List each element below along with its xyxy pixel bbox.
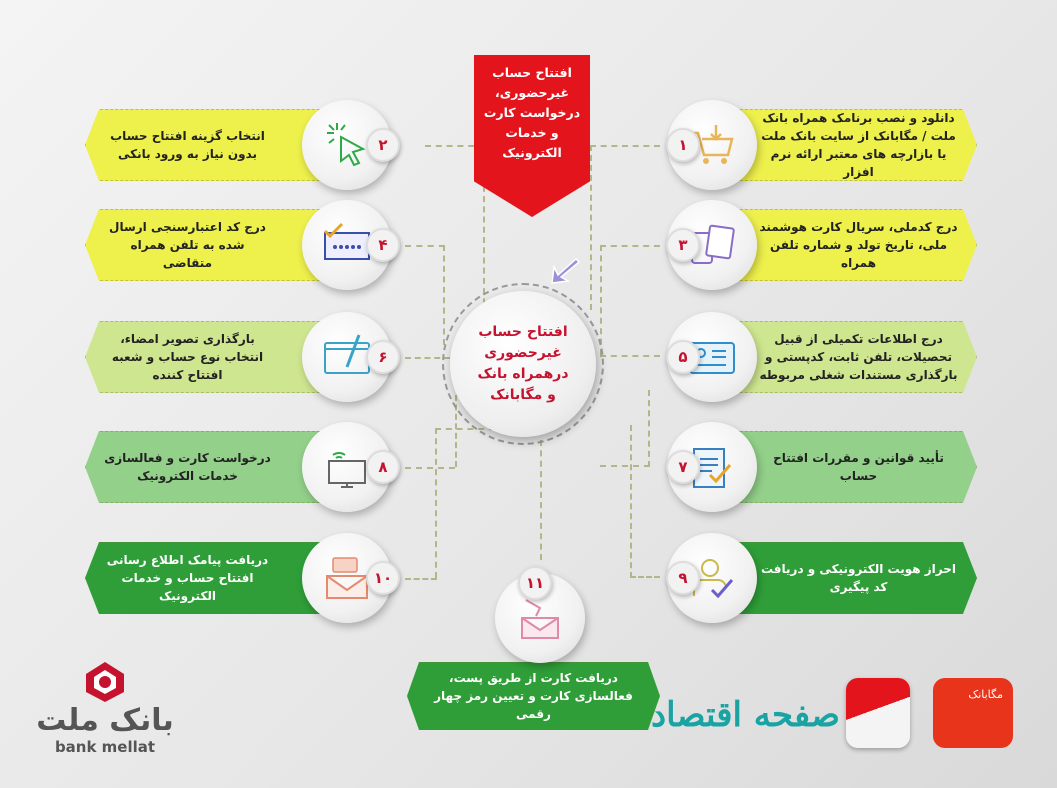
title-line: افتتاح حساب — [492, 65, 572, 80]
step-text: انتخاب گزینه افتتاح حساب بدون نیاز به ور… — [110, 129, 265, 161]
cursor-click-icon — [327, 123, 366, 167]
title-line: غیرحضوری، — [495, 85, 569, 100]
step-number-badge: ۶ — [366, 340, 400, 374]
step-number-badge: ۸ — [366, 450, 400, 484]
connector-line — [435, 428, 495, 578]
center-line: غیرحضوری — [484, 345, 562, 361]
step-text: دانلود و نصب برنامک همراه بانک ملت / مگا… — [761, 111, 956, 179]
step-number-badge: ۹ — [666, 561, 700, 595]
connector-line — [600, 390, 650, 467]
connector-line — [455, 395, 457, 467]
connector-line — [590, 145, 660, 310]
logo-text-fa: بانک ملت — [36, 703, 174, 738]
watermark: صفحه اقتصاد — [650, 695, 840, 735]
step-number-badge: ۱۰ — [366, 561, 400, 595]
step-number-badge: ۱ — [666, 128, 700, 162]
connector-line — [630, 425, 660, 578]
step-text: دریافت کارت از طریق پست، فعالسازی کارت و… — [434, 671, 633, 721]
step-text: درج کد اعتبارسنجی ارسال شده به تلفن همرا… — [109, 220, 266, 270]
connector-line — [405, 357, 450, 359]
center-line: افتتاح حساب — [478, 324, 568, 340]
cart-download-icon — [692, 125, 734, 164]
title-line: الکترونیک — [502, 145, 562, 160]
step-text: بارگذاری تصویر امضاء، انتخاب نوع حساب و … — [111, 332, 264, 382]
arrow-icon — [551, 257, 581, 284]
step-number-badge: ۷ — [666, 450, 700, 484]
step-text: تأیید قوانین و مقررات افتتاح حساب — [773, 451, 944, 483]
step-text: دریافت پیامک اطلاع رسانی افتتاح حساب و خ… — [106, 553, 269, 603]
bank-mellat-logo: بانک ملت bank mellat — [25, 660, 185, 756]
connector-line — [425, 145, 485, 335]
center-circle: افتتاح حساب غیرحضوری درهمراه بانک و مگاب… — [442, 283, 604, 445]
center-line: درهمراه بانک — [477, 366, 569, 382]
title-line: درخواست کارت — [483, 105, 581, 120]
step-card-11: دریافت کارت از طریق پست، فعالسازی کارت و… — [407, 662, 660, 730]
step-number-badge: ۲ — [366, 128, 400, 162]
connector-line — [600, 355, 660, 357]
step-number-badge: ۳ — [666, 228, 700, 262]
center-line: و مگابانک — [490, 387, 556, 403]
connector-line — [600, 245, 660, 355]
step-card-2: انتخاب گزینه افتتاح حساب بدون نیاز به ور… — [85, 109, 340, 181]
step-text: درخواست کارت و فعالسازی خدمات الکترونیک — [104, 451, 271, 483]
megabank-app-icon: مگابانک — [933, 678, 1013, 748]
megabank-label: مگابانک — [968, 688, 1003, 701]
title-line: و خدمات — [505, 125, 559, 140]
connector-line — [540, 440, 542, 560]
step-number-badge: ۴ — [366, 228, 400, 262]
connector-line — [405, 467, 455, 469]
connector-line — [405, 245, 445, 345]
connector-line — [405, 578, 437, 580]
password-check-icon — [323, 222, 370, 260]
title-banner: افتتاح حساب غیرحضوری، درخواست کارت و خدم… — [474, 55, 590, 217]
monitor-wifi-icon — [328, 452, 366, 488]
step-text: احراز هویت الکترونیکی و دریافت کد پیگیری — [760, 562, 957, 594]
mobile-bank-app-icon — [846, 678, 910, 748]
logo-text-en: bank mellat — [54, 738, 156, 756]
step-text: درج اطلاعات تکمیلی از قبیل تحصیلات، تلفن… — [759, 332, 958, 382]
envelope-card-icon — [521, 599, 559, 639]
step-card-10: دریافت پیامک اطلاع رسانی افتتاح حساب و خ… — [85, 542, 340, 614]
step-card-4: درج کد اعتبارسنجی ارسال شده به تلفن همرا… — [85, 209, 340, 281]
envelope-message-icon — [326, 557, 368, 599]
step-text: درج کدملی، سریال کارت هوشمند ملی، تاریخ … — [759, 220, 958, 270]
step-number-badge: ۵ — [666, 340, 700, 374]
bank-mellat-emblem-icon — [86, 662, 124, 702]
step-number-badge: ۱۱ — [518, 566, 552, 600]
step-card-6: بارگذاری تصویر امضاء، انتخاب نوع حساب و … — [85, 321, 340, 393]
